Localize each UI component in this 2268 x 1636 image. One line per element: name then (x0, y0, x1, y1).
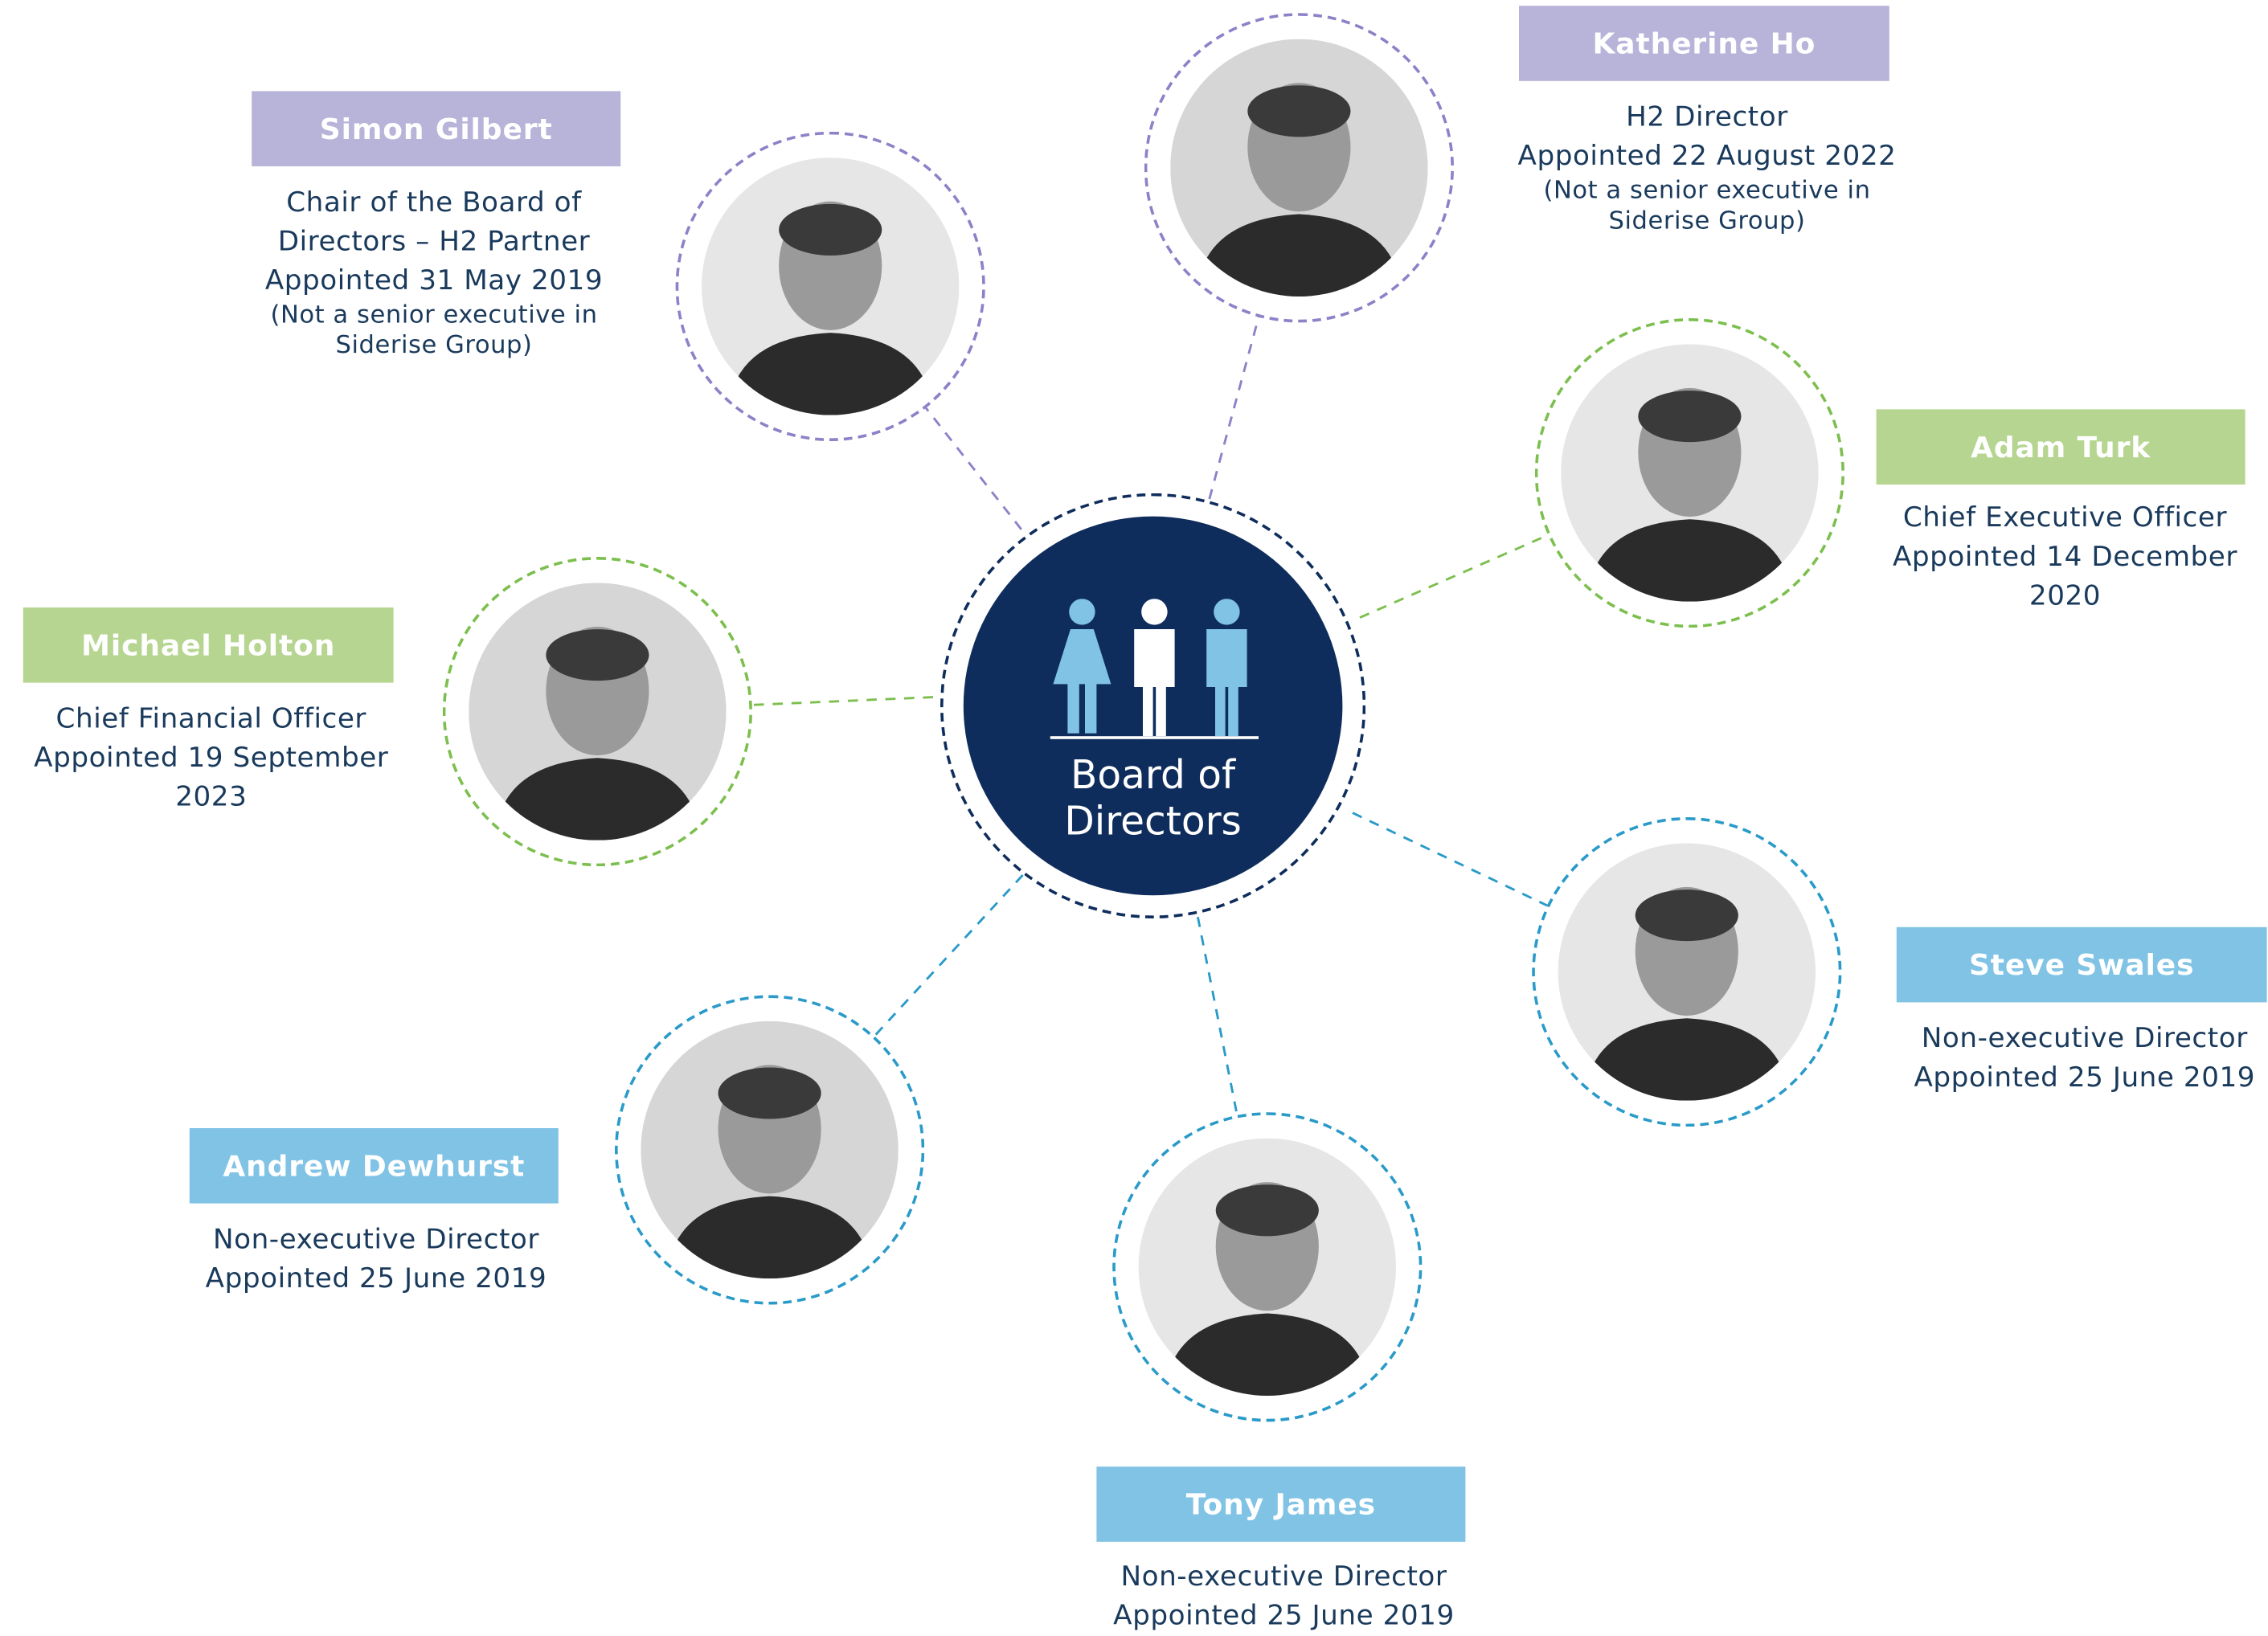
hub-title-line1: Board of (1071, 753, 1236, 799)
portrait-steve (1558, 843, 1816, 1101)
role-line: Appointed 14 December (1892, 541, 2238, 573)
board-hub: Board of Directors (963, 516, 1343, 896)
name-label-adam: Adam Turk (1876, 409, 2245, 485)
portrait-andrew (641, 1020, 899, 1279)
portrait-icon (1138, 1138, 1396, 1396)
connector-simon (925, 407, 1022, 530)
role-line: Appointed 25 June 2019 (1914, 1061, 2256, 1094)
name-label-katherine: Katherine Ho (1519, 6, 1889, 81)
connector-tony (1196, 916, 1238, 1116)
portrait-ring-simon (675, 131, 985, 442)
role-line: Non-executive Director (212, 1223, 540, 1256)
portrait-icon (1561, 344, 1819, 602)
role-line: Appointed 25 June 2019 (205, 1262, 547, 1294)
role-note: (Not a senior executive in (270, 301, 598, 330)
portrait-icon (641, 1020, 899, 1279)
connector-steve (1352, 812, 1548, 907)
name-label-simon: Simon Gilbert (252, 91, 621, 166)
role-description-simon: Chair of the Board of Directors – H2 Part… (231, 184, 637, 362)
portrait-tony (1138, 1138, 1396, 1396)
hub-divider (1050, 736, 1259, 739)
role-note: Siderise Group) (335, 331, 533, 361)
role-note: (Not a senior executive in (1543, 176, 1871, 206)
portrait-icon (702, 157, 960, 415)
role-line: Directors – H2 Partner (277, 225, 591, 258)
portrait-ring-adam (1534, 318, 1844, 628)
name-label-andrew: Andrew Dewhurst (189, 1128, 559, 1204)
connector-katherine (1208, 317, 1260, 500)
name-label-tony: Tony James (1096, 1466, 1466, 1542)
people-group-icon (1053, 599, 1247, 737)
role-line: Chair of the Board of (286, 186, 582, 219)
role-line: Appointed 25 June 2019 (1113, 1599, 1455, 1632)
portrait-katherine (1170, 39, 1428, 297)
connector-michael (751, 696, 934, 706)
role-line: 2020 (2029, 579, 2102, 612)
role-line: Non-executive Director (1120, 1560, 1447, 1593)
portrait-ring-michael (442, 557, 752, 867)
portrait-ring-tony (1112, 1112, 1423, 1422)
portrait-icon (1170, 39, 1428, 297)
portrait-michael (469, 583, 727, 840)
hub-title: Board of Directors (964, 754, 1343, 846)
portrait-icon (469, 583, 727, 840)
role-line: 2023 (175, 781, 248, 813)
role-line: Appointed 22 August 2022 (1517, 140, 1897, 173)
role-line: Appointed 19 September (34, 742, 389, 774)
portrait-ring-katherine (1144, 13, 1454, 323)
role-line: Chief Financial Officer (55, 702, 367, 735)
name-label-michael: Michael Holton (23, 607, 394, 683)
role-line: H2 Director (1626, 101, 1788, 133)
hub-ring (940, 493, 1366, 918)
portrait-ring-andrew (615, 995, 925, 1305)
hub-title-line2: Directors (1064, 800, 1242, 845)
role-line: Appointed 31 May 2019 (264, 264, 604, 297)
portrait-adam (1561, 344, 1819, 602)
name-label-steve: Steve Swales (1896, 926, 2267, 1003)
connector-andrew (874, 874, 1024, 1037)
portrait-icon (1558, 843, 1816, 1101)
portrait-simon (702, 157, 960, 415)
portrait-ring-steve (1532, 817, 1842, 1127)
role-note: Siderise Group) (1608, 207, 1806, 236)
role-line: Chief Executive Officer (1902, 501, 2228, 534)
connector-adam (1359, 534, 1549, 619)
role-line: Non-executive Director (1921, 1022, 2248, 1055)
